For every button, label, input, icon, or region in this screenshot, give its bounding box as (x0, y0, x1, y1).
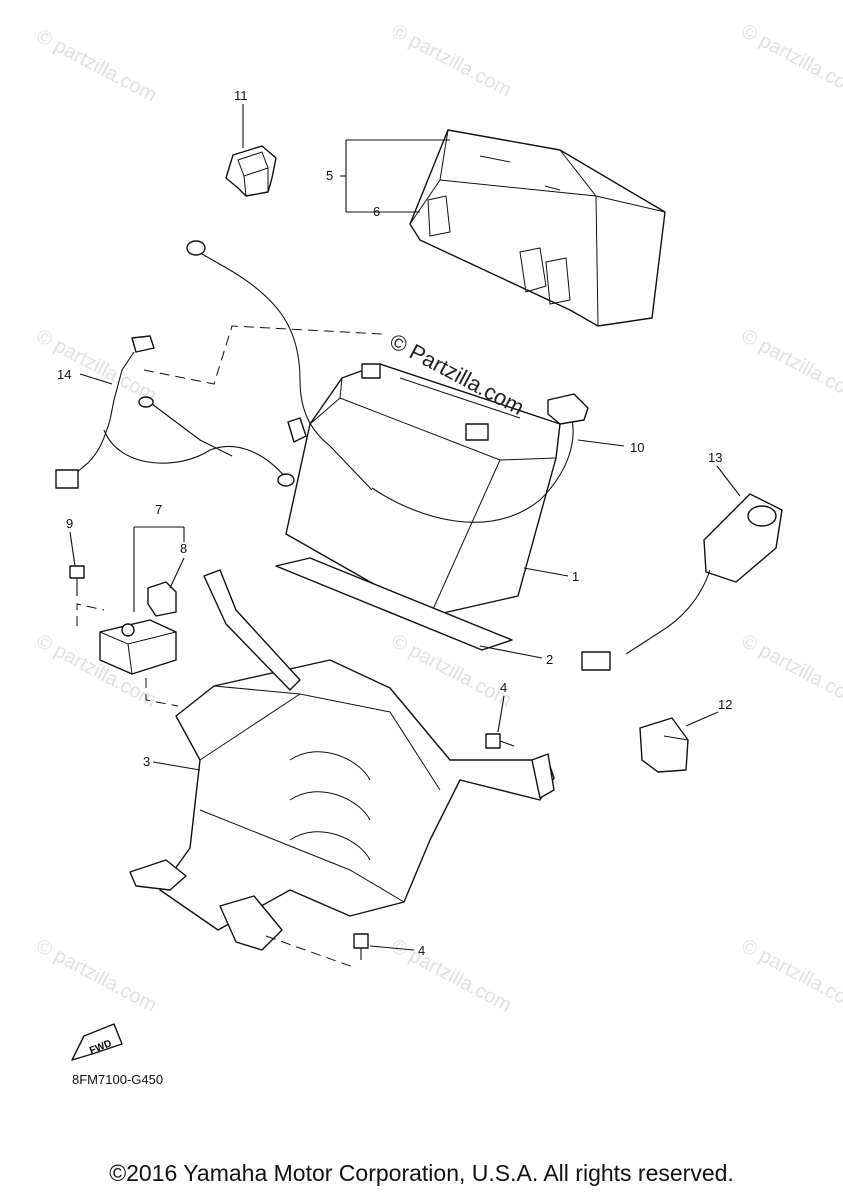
watermark: © partzilla.com (388, 20, 515, 102)
fwd-arrow-icon: FWD (71, 1023, 123, 1061)
callout-4-lower: 4 (418, 943, 425, 958)
watermark: © partzilla.com (33, 935, 160, 1017)
part-14-wire-harness (55, 335, 295, 489)
part-4-bolt-lower (353, 933, 369, 960)
callout-14: 14 (57, 367, 71, 382)
part-8-relay (147, 581, 177, 617)
part-10-positive-cable (371, 393, 589, 523)
part-12-cap (639, 717, 689, 773)
callout-8: 8 (180, 541, 187, 556)
part-9-bolt (69, 565, 85, 596)
part-13-accessory-socket (581, 493, 783, 671)
callout-13: 13 (708, 450, 722, 465)
part-7-relay-assembly (99, 619, 177, 675)
callout-6: 6 (373, 204, 380, 219)
watermark: © partzilla.com (33, 25, 160, 107)
callout-12: 12 (718, 697, 732, 712)
watermark: © partzilla.com (738, 935, 843, 1017)
callout-11: 11 (234, 88, 248, 103)
callout-5: 5 (326, 168, 333, 183)
callout-4-upper: 4 (500, 680, 507, 695)
part-3-battery-box (129, 569, 555, 951)
callout-9: 9 (66, 516, 73, 531)
callout-3: 3 (143, 754, 150, 769)
callout-2: 2 (546, 652, 553, 667)
main-lead-cable (186, 240, 373, 491)
part-1-battery (285, 363, 561, 617)
part-11-clip (225, 145, 277, 197)
callout-10: 10 (630, 440, 644, 455)
callout-1: 1 (572, 569, 579, 584)
part-4-bolt-upper (485, 733, 515, 749)
watermark: © partzilla.com (738, 20, 843, 102)
watermark: © partzilla.com (388, 935, 515, 1017)
figure-code: 8FM7100-G450 (72, 1072, 164, 1087)
watermark: © partzilla.com (738, 325, 843, 407)
callout-7: 7 (155, 502, 162, 517)
part-5-battery-cover (409, 129, 666, 327)
part-2-battery-mat (275, 557, 513, 651)
copyright-notice: ©2016 Yamaha Motor Corporation, U.S.A. A… (109, 1160, 734, 1186)
watermark: © partzilla.com (738, 630, 843, 712)
